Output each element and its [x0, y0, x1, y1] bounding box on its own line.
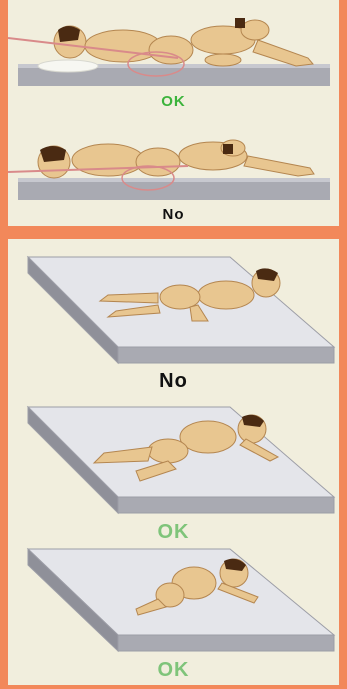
- top-illustration: [8, 0, 339, 226]
- bottom-illustration: [8, 239, 339, 685]
- caption-bottom-1: No: [8, 370, 339, 393]
- caption-bottom-3: OK: [8, 659, 339, 682]
- mattress-2: [18, 180, 330, 200]
- top-panel: OK No: [8, 0, 339, 226]
- caption-top-1: OK: [8, 93, 339, 110]
- caption-top-2: No: [8, 206, 339, 223]
- caption-bottom-2: OK: [8, 521, 339, 544]
- figure-side-ok: [54, 18, 313, 66]
- figure-side-no: [38, 140, 314, 178]
- pillow: [38, 60, 98, 72]
- bottom-panel: No OK OK: [8, 239, 339, 685]
- mattress-3: [28, 257, 334, 363]
